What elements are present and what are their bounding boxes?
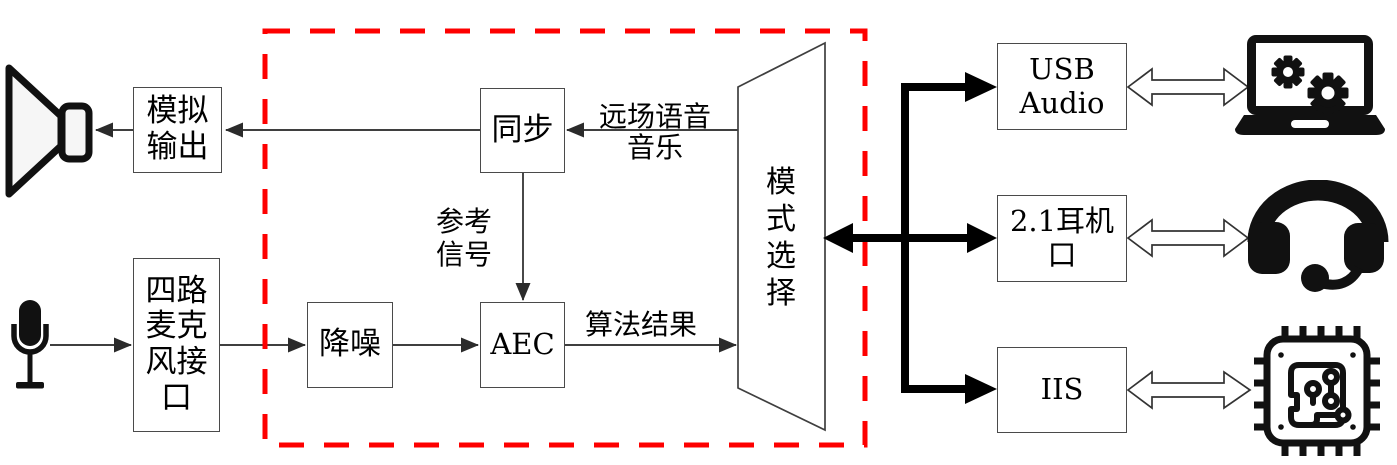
thick-arrowheads: [823, 72, 997, 404]
box-headphone-jack-label: 2.1耳机 口: [1009, 204, 1115, 272]
box-headphone-jack: 2.1耳机 口: [997, 195, 1127, 282]
hollow-arrow-usb-laptop: [1126, 67, 1250, 107]
arrow-label-algorithm-result: 算法结果: [584, 308, 697, 341]
hollow-arrow-iis-chip: [1126, 370, 1252, 410]
laptop-gears-icon: [1235, 35, 1385, 135]
box-iis: IIS: [997, 347, 1127, 433]
box-sync: 同步: [480, 88, 565, 173]
headset-mic-icon: [1247, 180, 1389, 292]
box-analog-output: 模拟 输出: [133, 87, 222, 173]
box-usb-audio: USB Audio: [997, 43, 1127, 130]
box-sync-label: 同步: [491, 111, 554, 148]
arrow-label-far-field: 远场语音 音乐: [598, 100, 711, 165]
bus-head-usb: [965, 72, 997, 102]
box-aec-label: AEC: [490, 327, 555, 362]
gear-small-icon: [1271, 55, 1305, 89]
box-mic-interface: 四路 麦克 风接 口: [133, 258, 220, 432]
box-usb-audio-label: USB Audio: [1019, 52, 1105, 120]
bus-head-iis: [965, 374, 997, 404]
thick-bus-lines: [849, 83, 971, 393]
hollow-double-arrows: [1126, 67, 1252, 410]
bus-head-headphone: [967, 223, 997, 253]
box-iis-label: IIS: [1040, 372, 1084, 407]
box-denoise-label: 降噪: [319, 326, 381, 363]
hollow-arrow-headphone-headset: [1126, 218, 1250, 258]
box-analog-output-label: 模拟 输出: [146, 93, 209, 165]
chip-icon: [1254, 326, 1380, 456]
gear-large-icon: [1307, 72, 1349, 114]
bus-head-trapezoid: [823, 223, 853, 253]
microphone-icon: [11, 300, 49, 389]
box-mic-interface-label: 四路 麦克 风接 口: [145, 272, 208, 416]
box-aec: AEC: [480, 302, 565, 388]
mode-select-trapezoid: [737, 41, 826, 432]
box-denoise: 降噪: [307, 302, 393, 388]
thin-signal-lines: [50, 122, 738, 353]
speaker-icon: [5, 64, 93, 198]
dsp-boundary-dashed-box: [262, 28, 868, 448]
mode-select-label: 模 式 选 择: [766, 165, 796, 311]
arrow-label-reference-signal: 参考 信号: [435, 205, 492, 272]
